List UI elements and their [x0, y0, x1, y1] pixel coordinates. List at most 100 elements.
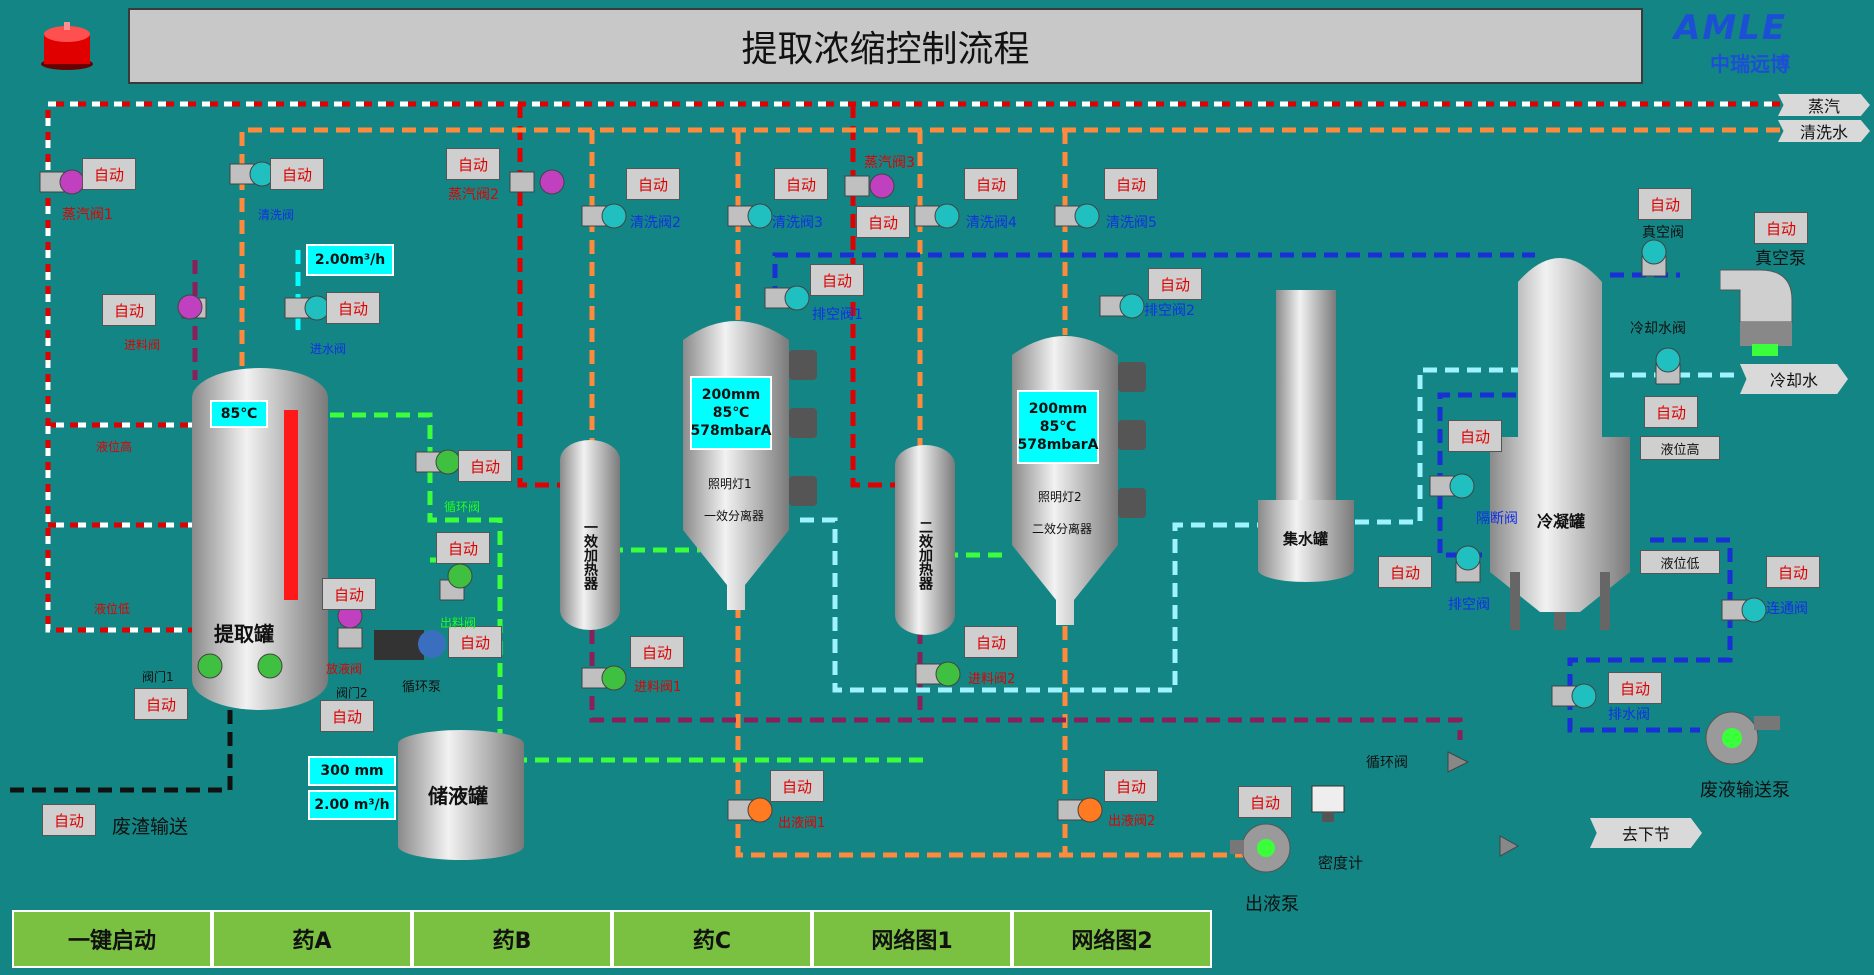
vacuum-pump-label: 真空泵 — [1755, 249, 1806, 269]
density-meter-icon — [1310, 784, 1346, 824]
company-logo: AMLE 中瑞远博 — [1674, 8, 1790, 76]
auto-button-wash4[interactable]: 自动 — [964, 168, 1018, 200]
valve-label-wash3: 清洗阀3 — [772, 215, 823, 231]
collect-tank[interactable] — [1258, 290, 1354, 582]
valve-label-level-low: 液位低 — [94, 602, 131, 616]
valve-label-steam2: 蒸汽阀2 — [448, 187, 499, 203]
network-diagram1-button[interactable]: 网络图1 — [812, 910, 1012, 968]
effect1-heater-label: 一效加热器 — [582, 520, 598, 590]
auto-button-circ-pump[interactable]: 自动 — [448, 626, 502, 658]
auto-button-vent2[interactable]: 自动 — [1148, 268, 1202, 300]
valve-label-loop: 循环阀 — [1366, 755, 1408, 771]
auto-button-wash2[interactable]: 自动 — [626, 168, 680, 200]
effect1-nozzles — [789, 350, 819, 520]
density-meter-label: 密度计 — [1318, 854, 1364, 872]
valve-label-vent2: 排空阀2 — [1144, 303, 1195, 319]
auto-button-out2[interactable]: 自动 — [1104, 770, 1158, 802]
auto-button-water-in[interactable]: 自动 — [326, 292, 380, 324]
auto-button-out1[interactable]: 自动 — [770, 770, 824, 802]
effect2-heater[interactable] — [895, 445, 955, 635]
storage-tank[interactable] — [398, 730, 524, 860]
circ-pump-label: 循环泵 — [402, 680, 442, 695]
auto-button-cool-water[interactable]: 自动 — [1644, 396, 1698, 428]
valve-label-door1: 阀门1 — [142, 670, 174, 684]
effect1-heater[interactable] — [560, 440, 620, 630]
auto-button-drain[interactable]: 自动 — [322, 578, 376, 610]
auto-button-slag[interactable]: 自动 — [42, 804, 96, 836]
valve-label-isolate: 隔断阀 — [1476, 511, 1518, 527]
effect2-nozzles — [1118, 362, 1148, 532]
auto-button-vacuum-valve[interactable]: 自动 — [1638, 188, 1692, 220]
valve-label-cool-water: 冷却水阀 — [1630, 321, 1686, 337]
auto-button-vacuum-pump[interactable]: 自动 — [1754, 212, 1808, 244]
circ-pump[interactable] — [374, 622, 446, 668]
page-title: 提取浓缩控制流程 — [128, 8, 1643, 84]
bottom-toolbar: 一键启动 药A 药B 药C 网络图1 网络图2 — [12, 910, 1212, 968]
auto-button-vent1[interactable]: 自动 — [810, 264, 864, 296]
water-flow-display: 2.00m³/h — [306, 244, 394, 276]
cond-tank-label: 冷凝罐 — [1537, 512, 1586, 531]
auto-button-steam3[interactable]: 自动 — [856, 206, 910, 238]
auto-button-out-pump[interactable]: 自动 — [1238, 786, 1292, 818]
valve-label-vent: 排空阀 — [1448, 597, 1490, 613]
valve-label-discharge: 出料阀 — [440, 616, 477, 630]
vacuum-pump[interactable] — [1720, 260, 1802, 356]
drug-a-button[interactable]: 药A — [212, 910, 412, 968]
one-key-start-button[interactable]: 一键启动 — [12, 910, 212, 968]
auto-button-steam2[interactable]: 自动 — [446, 148, 500, 180]
auto-button-wash5[interactable]: 自动 — [1104, 168, 1158, 200]
auto-button-drain-water[interactable]: 自动 — [1608, 672, 1662, 704]
auto-button-feed1[interactable]: 自动 — [630, 636, 684, 668]
valve-label-vent1: 排空阀1 — [812, 307, 863, 323]
valve-label-wash2: 清洗阀2 — [630, 215, 681, 231]
level-low-indicator: 液位低 — [1640, 550, 1720, 574]
auto-button-door1[interactable]: 自动 — [134, 688, 188, 720]
auto-button-vent[interactable]: 自动 — [1378, 556, 1432, 588]
auto-button-connect[interactable]: 自动 — [1766, 556, 1820, 588]
storage-level-display: 300 mm — [308, 756, 396, 786]
valve-label-feed: 进料阀 — [124, 338, 161, 352]
valve-label-circ: 循环阀 — [444, 500, 481, 514]
valve-label-out2: 出液阀2 — [1108, 814, 1156, 829]
drug-c-button[interactable]: 药C — [612, 910, 812, 968]
light2-label: 照明灯2 — [1038, 490, 1082, 504]
slag-label: 废渣输送 — [112, 816, 189, 838]
alarm-light-icon — [38, 20, 96, 72]
auto-button-circ[interactable]: 自动 — [458, 450, 512, 482]
auto-button-wash3[interactable]: 自动 — [774, 168, 828, 200]
storage-tank-label: 储液罐 — [428, 784, 488, 808]
auto-button-feed[interactable]: 自动 — [102, 294, 156, 326]
valve-label-connect: 连通阀 — [1766, 601, 1808, 617]
valve-label-wash: 清洗阀 — [258, 208, 295, 222]
steam-feed-arrow: 蒸汽 — [1778, 94, 1870, 116]
auto-button-feed2[interactable]: 自动 — [964, 626, 1018, 658]
network-diagram2-button[interactable]: 网络图2 — [1012, 910, 1212, 968]
valve-label-feed1: 进料阀1 — [634, 680, 682, 695]
auto-button-steam1[interactable]: 自动 — [82, 158, 136, 190]
extract-tank[interactable] — [192, 368, 328, 710]
light1-label: 照明灯1 — [708, 477, 752, 491]
storage-flow-display: 2.00 m³/h — [308, 790, 396, 820]
next-step-arrow: 去下节 — [1590, 818, 1702, 848]
valve-label-wash4: 清洗阀4 — [966, 215, 1017, 231]
cooling-water-arrow: 冷却水 — [1740, 364, 1848, 394]
extract-temp-display: 85℃ — [210, 400, 268, 428]
valve-label-out1: 出液阀1 — [778, 816, 826, 831]
auto-button-discharge[interactable]: 自动 — [436, 532, 490, 564]
waste-pump-label: 废液输送泵 — [1700, 780, 1790, 801]
drug-b-button[interactable]: 药B — [412, 910, 612, 968]
level-high-indicator: 液位高 — [1640, 436, 1720, 460]
auto-button-wash[interactable]: 自动 — [270, 158, 324, 190]
effect1-separator-label: 一效分离器 — [704, 509, 765, 523]
valve-label-water-in: 进水阀 — [310, 342, 347, 356]
out-pump[interactable] — [1230, 820, 1306, 876]
waste-pump[interactable] — [1698, 708, 1780, 766]
effect2-separator-label: 二效分离器 — [1032, 522, 1093, 536]
auto-button-isolate[interactable]: 自动 — [1448, 420, 1502, 452]
valve-label-vacuum: 真空阀 — [1642, 225, 1684, 241]
auto-button-door2[interactable]: 自动 — [320, 700, 374, 732]
cond-tank[interactable] — [1490, 242, 1630, 632]
valve-label-steam1: 蒸汽阀1 — [62, 207, 113, 223]
valve-label-wash5: 清洗阀5 — [1106, 215, 1157, 231]
